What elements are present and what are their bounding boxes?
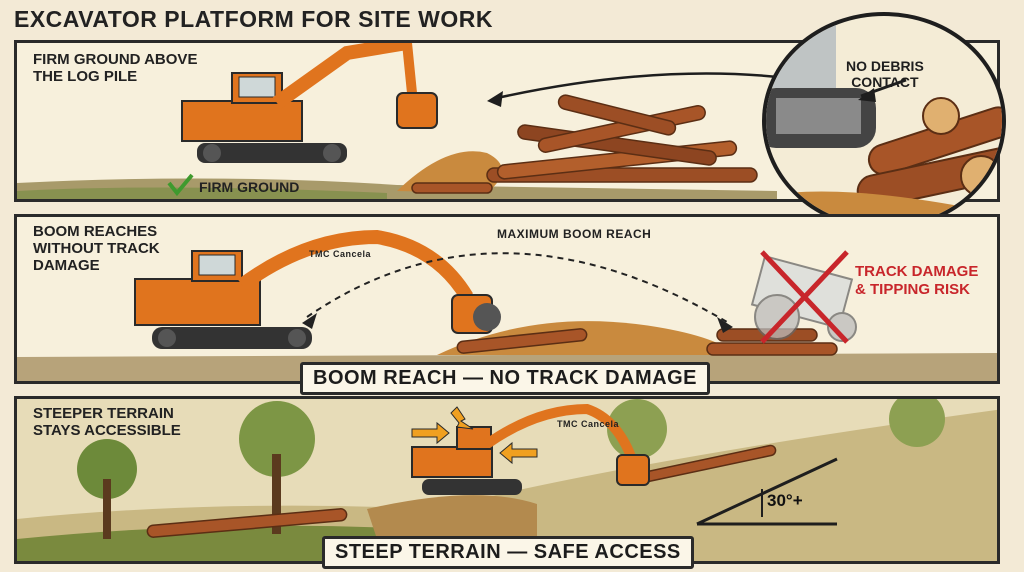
boom-reach-illustration — [17, 229, 997, 381]
boom-brand-text-3: TMC Cancela — [557, 419, 620, 429]
excavator-icon-2 — [134, 229, 501, 349]
boom-brand-text: TMC Cancela — [309, 249, 372, 259]
excavator-icon — [181, 43, 438, 163]
excavator-icon-3 — [367, 403, 650, 539]
angle-label: 30°+ — [767, 491, 803, 510]
firm-ground-label: FIRM GROUND — [199, 179, 300, 195]
page-title: EXCAVATOR PLATFORM FOR SITE WORK — [14, 6, 493, 32]
track-closeup-illustration — [766, 16, 1002, 226]
steep-terrain-illustration — [17, 399, 997, 561]
steep-terrain-caption: STEEP TERRAIN — SAFE ACCESS — [322, 536, 694, 569]
firm-ground-illustration — [17, 43, 788, 199]
reach-label: MAXIMUM BOOM REACH — [497, 227, 652, 241]
tree-icons — [77, 399, 945, 539]
log-pile-icon — [411, 94, 758, 194]
check-icon — [167, 173, 194, 197]
slope-angle-icon — [696, 457, 838, 526]
danger-cross-icon — [760, 250, 849, 344]
boom-reach-caption: BOOM REACH — NO TRACK DAMAGE — [300, 362, 710, 395]
risk-label: TRACK DAMAGE& TIPPING RISK — [855, 263, 979, 298]
